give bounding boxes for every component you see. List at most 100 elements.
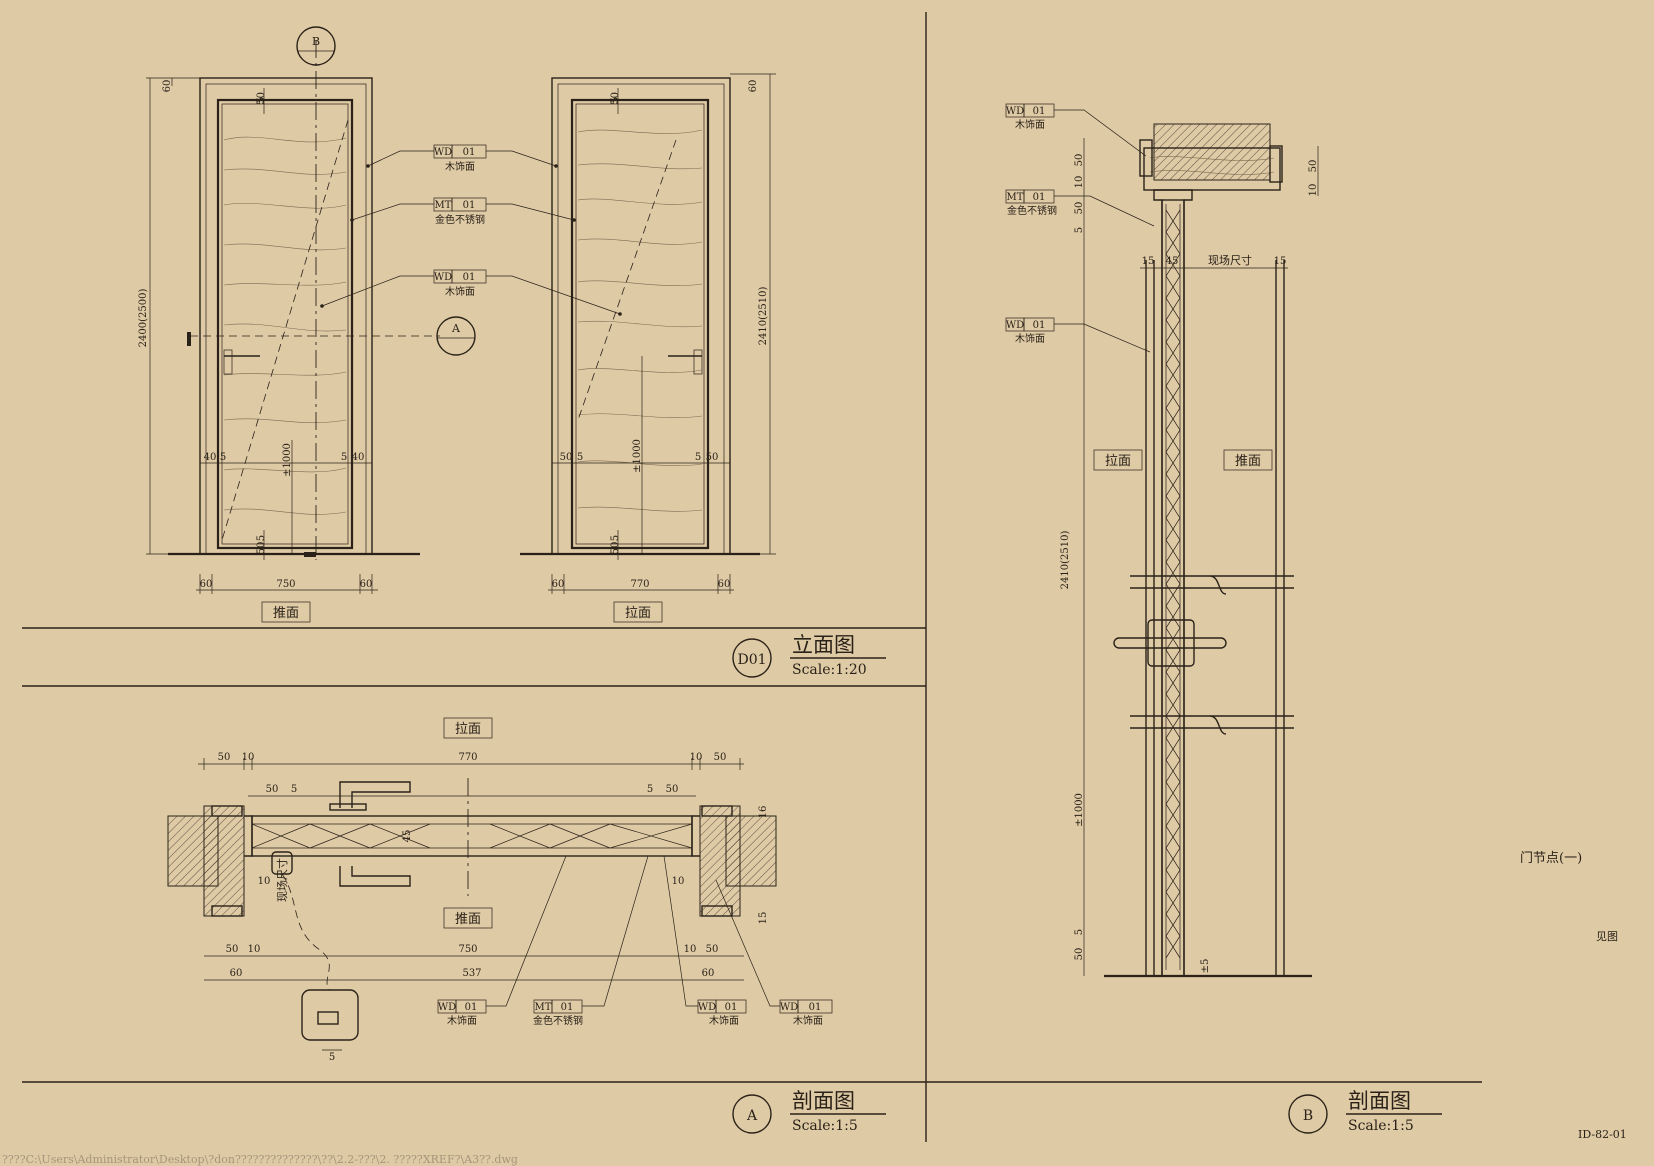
tag-num: 01: [725, 1002, 738, 1013]
elev-left-a: 40: [204, 452, 217, 463]
tag-num: 01: [463, 147, 476, 158]
plan-t1: 50: [218, 752, 231, 763]
title-d01-symbol: D01: [737, 652, 766, 668]
title-b-symbol: B: [1303, 1108, 1313, 1124]
tag-num: 01: [463, 200, 476, 211]
elev-left-s1: 60: [200, 579, 213, 590]
sec-h2: 45: [1166, 256, 1179, 267]
plan-bb2: 537: [462, 968, 481, 979]
elev-right-t2: 50: [610, 92, 621, 105]
tag-desc: 金色不锈钢: [1007, 204, 1057, 217]
sheet-frame: [22, 12, 1482, 1142]
sec-h3: 15: [1274, 256, 1287, 267]
tag-desc: 木饰面: [1015, 118, 1045, 131]
title-d01-title: 立面图: [792, 633, 855, 657]
tag-desc: 木饰面: [447, 1014, 477, 1027]
elev-right-t1: 5: [610, 97, 621, 103]
file-path: ????C:\Users\Administrator\Desktop\?don?…: [2, 1153, 518, 1166]
tag-desc: 木饰面: [709, 1014, 739, 1027]
tag-code: WD: [434, 272, 452, 283]
plan-s10a: 10: [258, 876, 271, 887]
sec-h1: 15: [1142, 256, 1155, 267]
elev-left-handle: ±1000: [282, 443, 293, 477]
tag-num: 01: [1033, 192, 1046, 203]
plan-bt1: 50: [226, 944, 239, 955]
tag-num: 01: [465, 1002, 478, 1013]
section-label-push: 推面: [1235, 454, 1261, 469]
elev-left-b: 5: [220, 452, 226, 463]
elev-right-label: 拉面: [625, 606, 651, 621]
plan-bt4: 10: [248, 944, 261, 955]
plan-s10b: 10: [672, 876, 685, 887]
tag-desc: 木饰面: [1015, 332, 1045, 345]
sec-v4: 5: [1074, 227, 1085, 233]
elevation-tags: WD 01 木饰面 MT 01 金色不锈钢 WD 01 木饰面: [320, 144, 622, 316]
elev-right-b1: 50: [610, 542, 621, 555]
callout-a: A: [436, 316, 476, 356]
drawing-number: ID-82-01: [1578, 1128, 1627, 1141]
tag-code: WD: [438, 1002, 456, 1013]
tag-desc: 木饰面: [793, 1014, 823, 1027]
title-d01-scale: Scale:1:20: [792, 662, 867, 678]
plan-bt2: 750: [458, 944, 477, 955]
elev-right-a: 50: [560, 452, 573, 463]
title-a-symbol: A: [746, 1108, 758, 1124]
tag-code: MT: [1007, 192, 1024, 203]
elev-left-c: 5: [341, 452, 347, 463]
elev-left-d: 40: [352, 452, 365, 463]
tag-code: MT: [435, 200, 452, 211]
sec-v3: 50: [1074, 202, 1085, 215]
plan-bt5: 10: [684, 944, 697, 955]
elev-left-t2: 50: [256, 92, 267, 105]
section-label-pull: 拉面: [1105, 454, 1131, 469]
plan-t5: 50: [714, 752, 727, 763]
sec-handle: ±1000: [1074, 793, 1085, 827]
plan-bt3: 50: [706, 944, 719, 955]
elev-right-s2: 60: [718, 579, 731, 590]
plan-tags: WD 01 木饰面 MT 01 金色不锈钢 WD 01 木饰面 WD 01 木饰…: [437, 855, 833, 1027]
tag-desc: 木饰面: [445, 285, 475, 298]
title-b-title: 剖面图: [1348, 1089, 1411, 1113]
tag-desc: 金色不锈钢: [533, 1014, 583, 1027]
sec-v2: 10: [1074, 176, 1085, 189]
section-tags: WD 01 木饰面 MT 01 金色不锈钢 WD 01 木饰面: [1005, 103, 1155, 353]
sec-tall: 2410(2510): [1060, 531, 1071, 590]
plan-t3: 770: [458, 752, 477, 763]
tag-num: 01: [1033, 106, 1046, 117]
elev-right-b: 5: [577, 452, 583, 463]
elev-left-s2: 60: [360, 579, 373, 590]
elev-left-w: 750: [276, 579, 295, 590]
callout-a-letter: A: [451, 322, 461, 335]
sec-bot1: 5: [1074, 929, 1085, 935]
section-b: 拉面 推面 50 10 50 5 2410(2510) ±1000 5 50 ±…: [1005, 103, 1319, 978]
sec-v1: 50: [1074, 154, 1085, 167]
elev-right-d: 50: [706, 452, 719, 463]
plan-bb1: 60: [230, 968, 243, 979]
plan-detail-dim: 5: [329, 1052, 335, 1063]
elev-left-label: 推面: [273, 606, 299, 621]
tag-code: WD: [1006, 106, 1024, 117]
elevation-door-push: 2400(2500) 60 5 50 50 5 ±1000 40 5 5 40 …: [138, 40, 440, 623]
sec-r2: 10: [1308, 184, 1319, 197]
sec-bot2: 50: [1074, 948, 1085, 961]
plan-u2: 5: [291, 784, 297, 795]
tag-code: WD: [780, 1002, 798, 1013]
plan-section-a: 拉面 推面 5 现场尺寸: [167, 717, 833, 1063]
title-a-title: 剖面图: [792, 1089, 855, 1113]
elev-right-c: 5: [695, 452, 701, 463]
sec-r1: 50: [1308, 160, 1319, 173]
plan-site-size: 现场尺寸: [275, 858, 289, 902]
side-drawing-name: 门节点(一): [1520, 851, 1582, 866]
plan-u3: 5: [647, 784, 653, 795]
tag-desc: 木饰面: [445, 160, 475, 173]
elev-right-w: 770: [630, 579, 649, 590]
tag-num: 01: [561, 1002, 574, 1013]
tag-num: 01: [463, 272, 476, 283]
elevation-door-pull: 2410(2510) 60 5 50 50 5 ±1000 50 5 5 50 …: [520, 73, 776, 623]
title-a: A 剖面图 Scale:1:5: [732, 1089, 886, 1134]
tag-num: 01: [809, 1002, 822, 1013]
elev-right-b2: 5: [610, 535, 621, 541]
elev-left-b2: 5: [256, 535, 267, 541]
plan-leaf: 45: [402, 830, 413, 843]
